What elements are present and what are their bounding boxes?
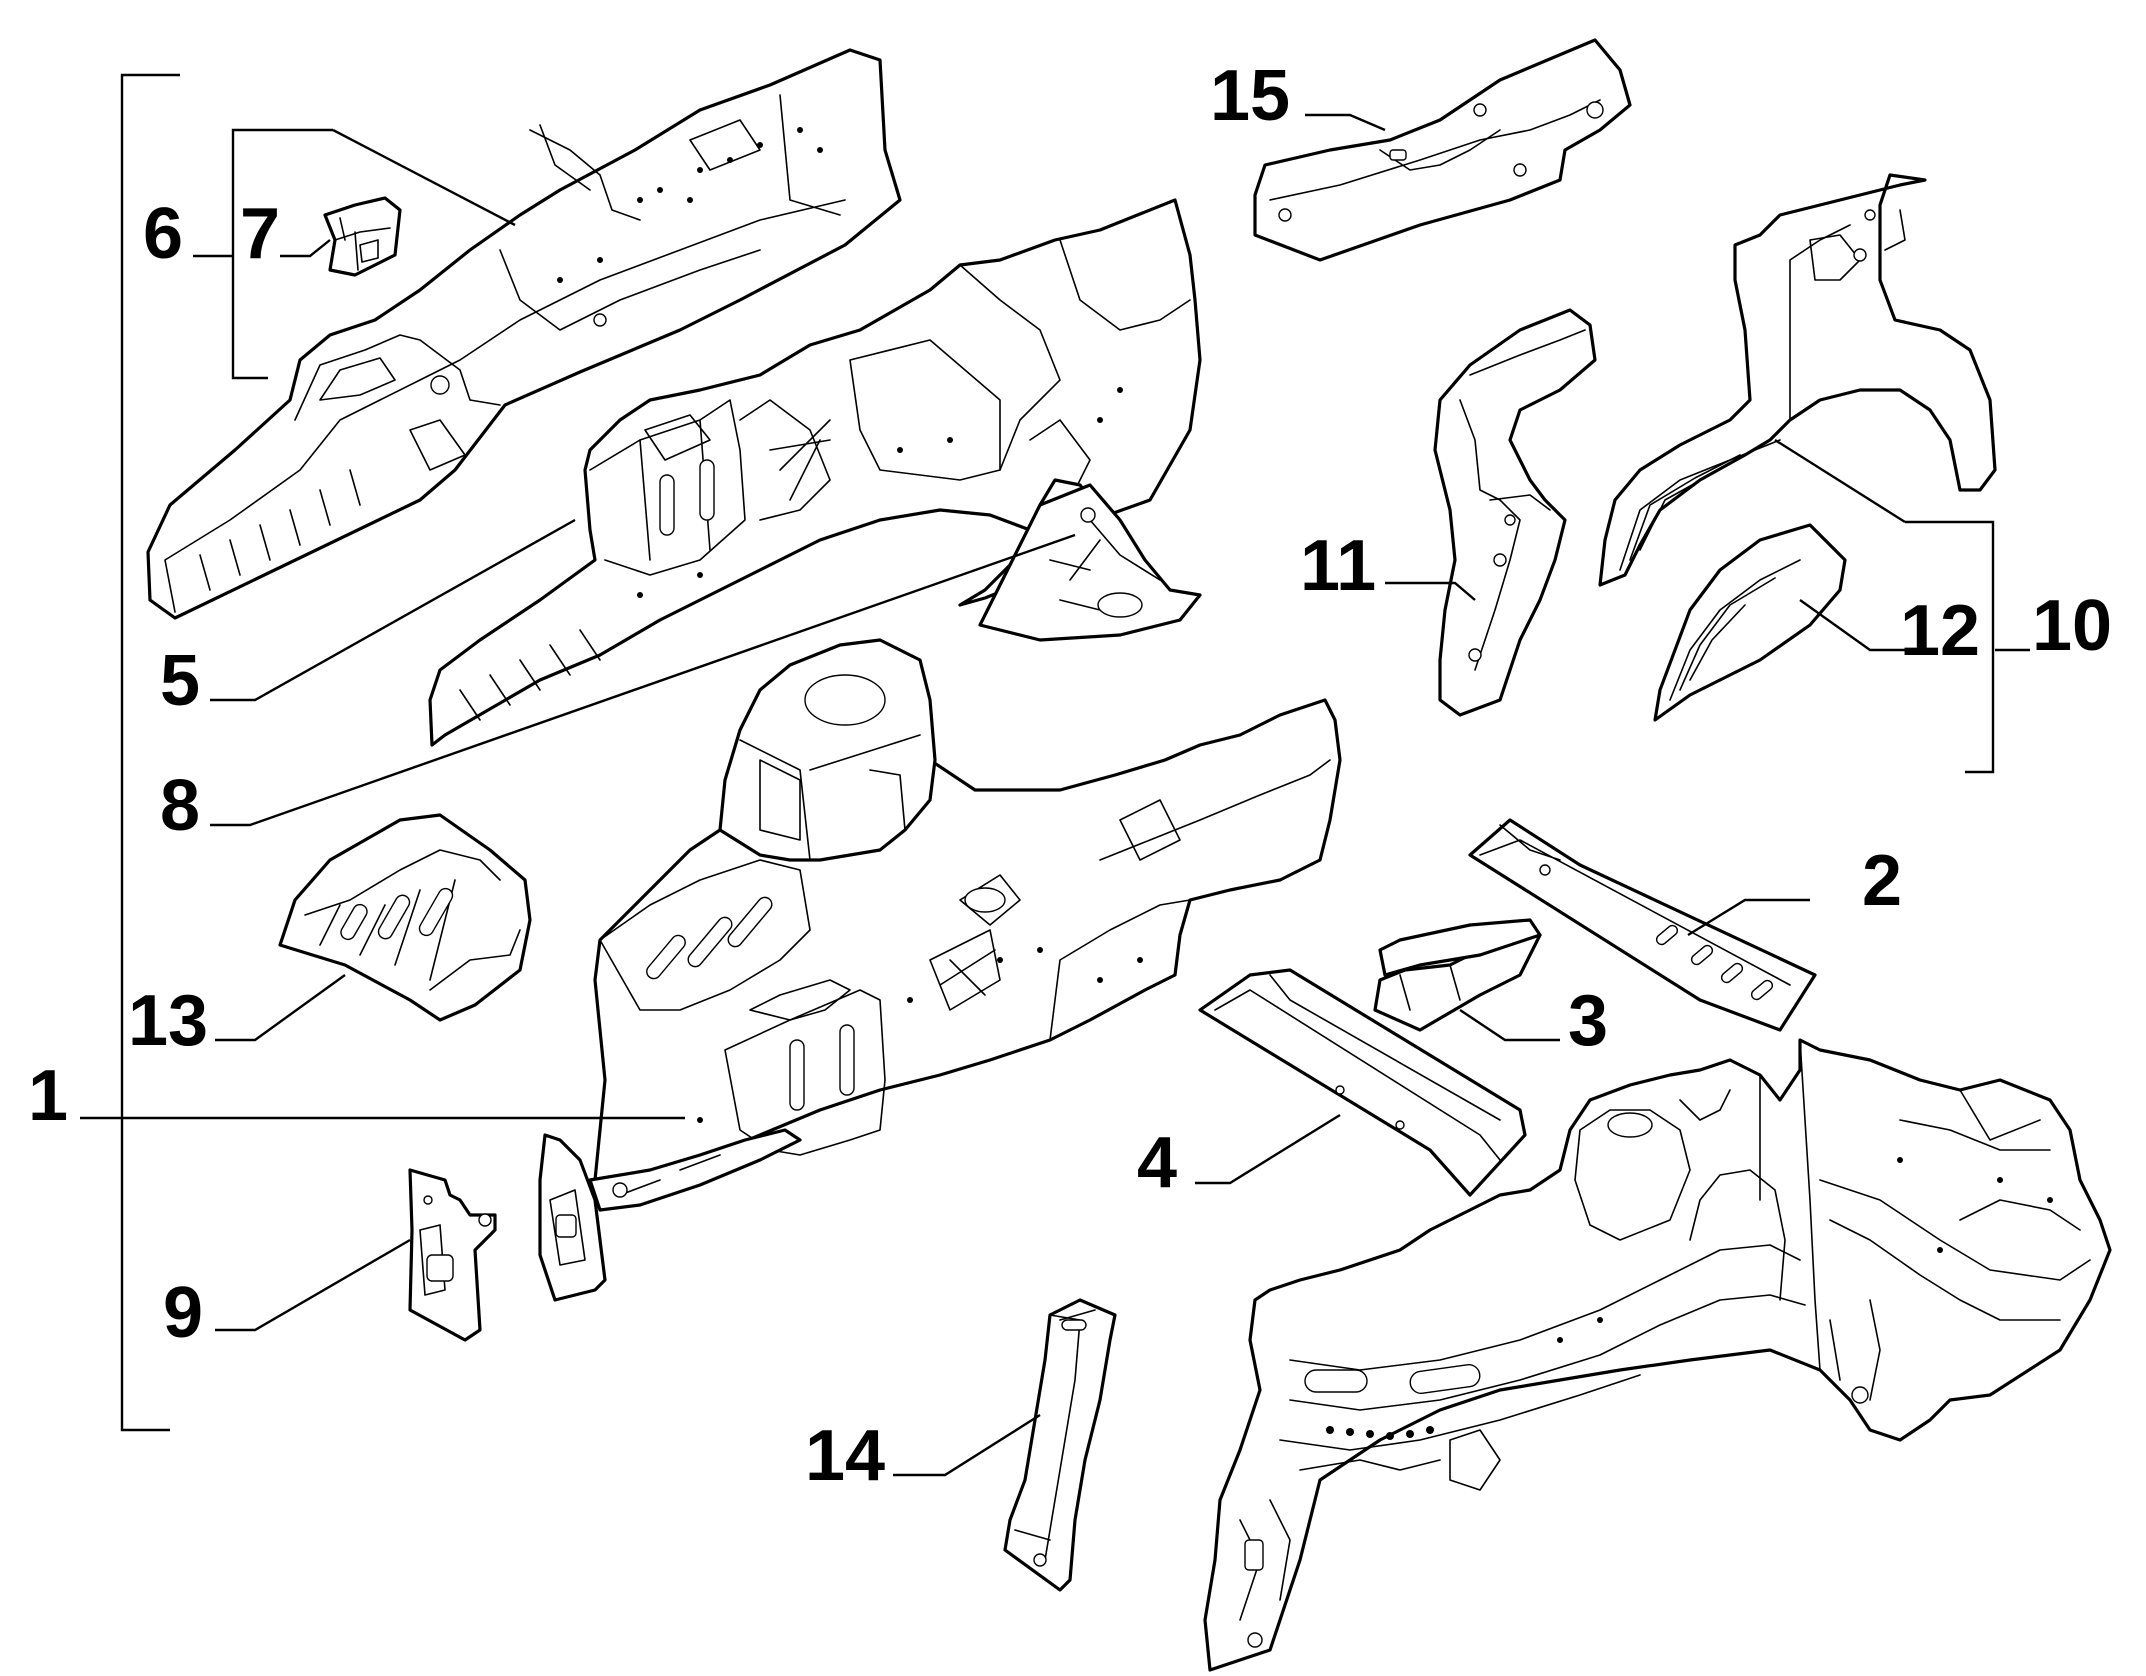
leader-4 (1195, 1113, 1341, 1185)
leader-11 (1385, 581, 1476, 601)
part-10-wheel-housing (1598, 173, 1997, 587)
part-5-front-rail (428, 198, 1202, 747)
callout-9: 9 (163, 1273, 203, 1353)
part-14-pillar-lower (1003, 1298, 1117, 1592)
leader-15 (1305, 113, 1386, 132)
callout-13: 13 (128, 981, 208, 1061)
part-11-pillar (1433, 308, 1597, 717)
callout-4: 4 (1137, 1123, 1177, 1203)
leader-8 (210, 533, 1076, 827)
part-3-channel (1373, 918, 1542, 1032)
part-9-bracket-plate (408, 1168, 497, 1342)
leader-2 (1687, 898, 1810, 937)
part-6-side-member (146, 48, 902, 620)
leader-14 (893, 1413, 1041, 1477)
leader-5 (210, 518, 576, 702)
leader-13 (215, 974, 346, 1042)
bracket-1 (120, 73, 180, 1432)
leader-3 (1459, 1009, 1560, 1042)
bracket-10 (1905, 520, 1995, 774)
callout-11: 11 (1300, 526, 1376, 606)
callout-5: 5 (160, 641, 200, 721)
callout-7: 7 (240, 194, 280, 274)
part-1-rail-end-plate (538, 1133, 607, 1302)
part-2-sill (1468, 818, 1817, 1032)
part-1-front-structure (588, 638, 1342, 1212)
callout-10: 10 (2032, 586, 2112, 666)
callout-2: 2 (1862, 841, 1902, 921)
leader-12 (1799, 599, 1905, 652)
bracket-6 (231, 128, 333, 380)
part-4-long-channel (1198, 968, 1527, 1197)
part-15-cross-member (1253, 38, 1632, 262)
callout-15: 15 (1210, 56, 1290, 136)
callout-8: 8 (160, 766, 200, 846)
callout-12: 12 (1900, 591, 1980, 671)
leader-10-link (1774, 438, 1906, 524)
callout-6: 6 (143, 194, 183, 274)
part-7-bracket (323, 196, 402, 277)
part-8-panel (958, 478, 1202, 642)
callout-14: 14 (805, 1416, 885, 1496)
part-13-heat-shield (278, 813, 532, 1022)
callout-3: 3 (1568, 981, 1608, 1061)
assembled-body-structure (1203, 1038, 2112, 1672)
leader-9 (215, 1238, 411, 1332)
leader-7 (280, 239, 331, 258)
part-12-inner-panel (1653, 523, 1847, 722)
leader-6-link (332, 128, 516, 227)
callout-1: 1 (28, 1056, 68, 1136)
